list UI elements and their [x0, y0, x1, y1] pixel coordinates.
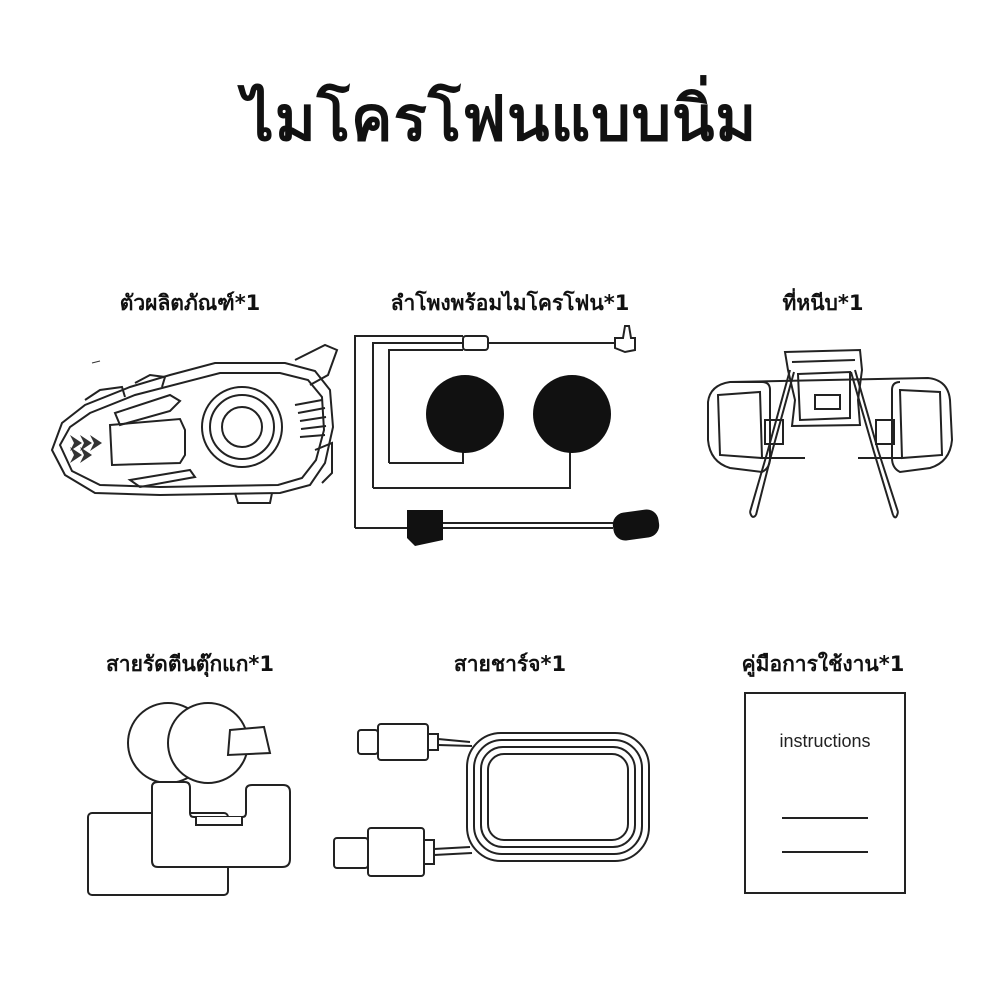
item-label-speaker-mic: ลำโพงพร้อมไมโครโฟน*1 [390, 291, 630, 315]
item-label-clip: ที่หนีบ*1 [782, 291, 864, 315]
intercom-device-icon [50, 343, 339, 504]
page-title: ไมโครโฟนแบบนิ่ม [242, 82, 758, 155]
item-label-velcro: สายรัดตีนตุ๊กแก*1 [105, 652, 275, 676]
speaker-microphone-icon [354, 325, 660, 546]
velcro-strap-icon [87, 702, 291, 896]
manual-icon [744, 692, 906, 894]
item-label-manual: คู่มือการใช้งาน*1 [741, 652, 905, 676]
item-label-device: ตัวผลิตภัณฑ์*1 [119, 291, 261, 315]
clip-mount-icon [707, 348, 954, 519]
charging-cable-icon [333, 723, 650, 877]
manual-cover-text: instructions [779, 731, 871, 751]
item-label-cable: สายชาร์จ*1 [453, 652, 567, 676]
